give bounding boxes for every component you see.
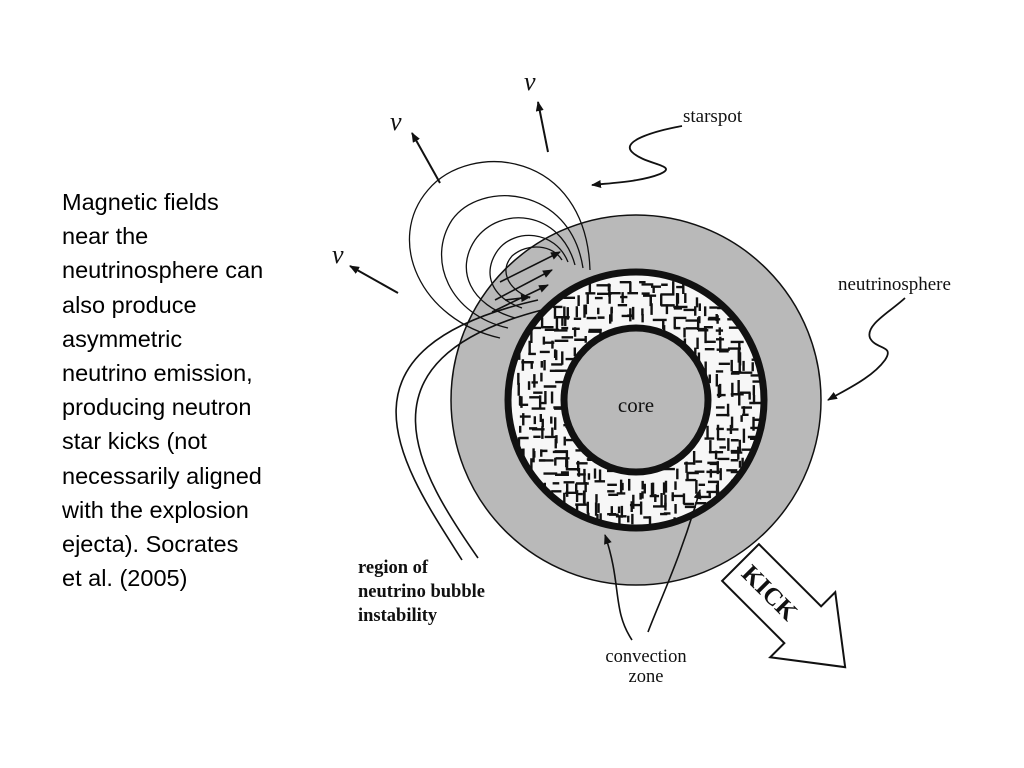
neutrino-arrow xyxy=(535,101,549,153)
core-label: core xyxy=(618,393,654,417)
convection-label-line: convection xyxy=(605,647,686,667)
convection-zone-boundary xyxy=(504,268,768,532)
convection-pointer xyxy=(647,489,702,633)
field-loop xyxy=(465,217,576,319)
bubble-line xyxy=(395,299,539,561)
magnetic-field-loops xyxy=(408,161,591,339)
caption-line: ejecta). Socrates xyxy=(62,531,239,558)
neutrino-arrow xyxy=(349,265,399,294)
field-line-arrows xyxy=(491,251,561,313)
field-loop xyxy=(505,246,563,299)
starspot-label: starspot xyxy=(683,106,743,127)
caption-line: producing neutron xyxy=(62,394,252,421)
caption-line: neutrinosphere can xyxy=(62,257,264,284)
caption-line: with the explosion xyxy=(62,496,249,523)
convection-pointer xyxy=(604,534,633,641)
convection-label-line: zone xyxy=(629,667,664,687)
arrow xyxy=(504,294,531,303)
bubble-label-line: region of xyxy=(358,558,429,578)
caption-line: also produce xyxy=(62,291,197,318)
core xyxy=(560,324,712,476)
caption-line: near the xyxy=(62,223,149,250)
caption-line: necessarily aligned xyxy=(62,462,262,489)
arrow xyxy=(494,269,553,301)
caption-line: Magnetic fields xyxy=(62,189,219,215)
neutrino-symbol: ν xyxy=(390,107,402,136)
caption-text: Magnetic fields near the neutrinosphere … xyxy=(62,185,312,595)
arrow xyxy=(499,251,561,283)
caption-line: asymmetric xyxy=(62,325,183,352)
caption-line: neutrino emission, xyxy=(62,360,253,387)
neutrino-symbol: ν xyxy=(524,67,536,96)
field-loop xyxy=(408,161,591,339)
caption-line: et al. (2005) xyxy=(62,565,188,592)
kick-arrow-shape xyxy=(720,542,847,669)
caption-line: star kicks (not xyxy=(62,428,207,455)
bubble-region-lines xyxy=(395,299,543,561)
neutrinosphere-label: neutrinosphere xyxy=(838,274,951,295)
neutrino-arrows xyxy=(349,101,549,294)
bubble-label-line: neutrino bubble xyxy=(358,582,485,602)
bubble-line xyxy=(414,309,543,559)
field-loop xyxy=(489,234,569,309)
neutrino-arrow xyxy=(411,132,441,184)
convection-pointers xyxy=(604,489,702,641)
field-loop xyxy=(441,195,584,329)
neutrino-symbol: ν xyxy=(332,240,344,269)
neutrinosphere-pointer xyxy=(827,297,906,401)
bubble-label-line: instability xyxy=(358,606,438,626)
starspot-pointer xyxy=(591,125,683,188)
